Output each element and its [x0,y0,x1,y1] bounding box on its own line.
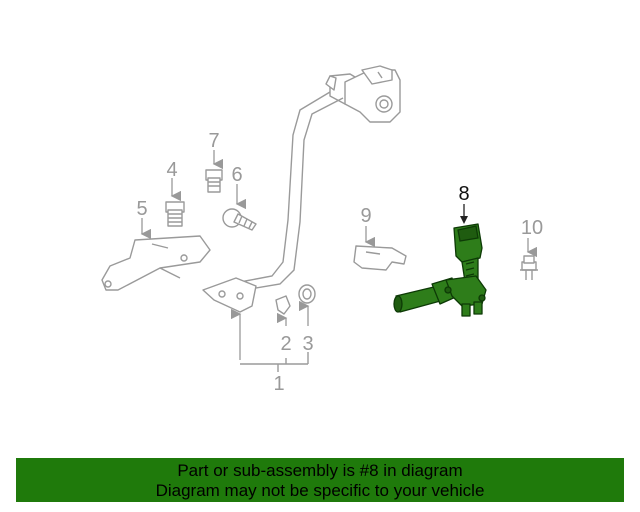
callout-6: 6 [231,164,242,186]
callout-5: 5 [136,198,147,220]
callout-arrowhead-8 [460,216,468,224]
bolt-10[interactable] [520,255,538,280]
seat-belt-buckle-8[interactable] [393,223,487,317]
bolt-6[interactable] [222,208,257,231]
callout-bracket-1 [240,352,309,372]
notice-line-part: Part or sub-assembly is #8 in diagram [177,461,463,480]
bolt-4[interactable] [165,201,185,227]
callout-9: 9 [360,205,371,227]
bolt-7[interactable] [205,169,223,193]
seat-belt-retractor-assembly[interactable] [202,65,401,313]
callout-7: 7 [208,130,219,152]
callout-8: 8 [458,183,469,205]
callout-3: 3 [302,333,313,355]
callout-10: 10 [521,217,543,239]
rivet-2[interactable] [275,295,291,315]
callout-lines [140,150,538,372]
callout-4: 4 [166,159,177,181]
callout-2: 2 [280,333,291,355]
notice-banner: Part or sub-assembly is #8 in diagram Di… [16,458,624,502]
callout-1: 1 [273,373,284,395]
anchor-bracket[interactable] [101,235,211,291]
clip-9[interactable] [353,245,407,271]
washer-3[interactable] [298,284,316,304]
notice-line-disclaimer: Diagram may not be specific to your vehi… [155,481,485,500]
